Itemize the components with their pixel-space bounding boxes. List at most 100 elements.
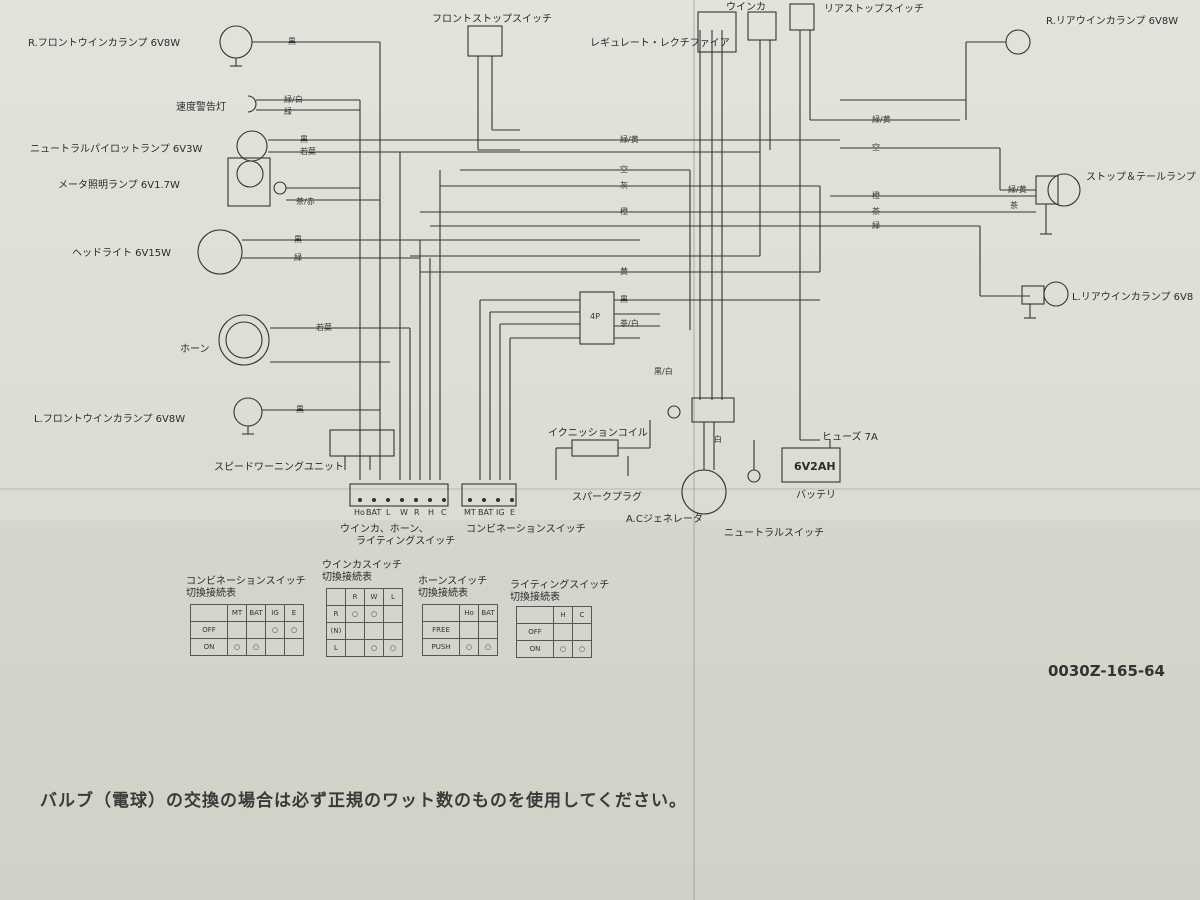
wire-color-tag: 黒/白 — [654, 367, 673, 376]
table-cell: H — [553, 606, 573, 624]
wire-color-tag: 灰 — [620, 181, 628, 190]
wire-color-tag: 黄 — [620, 267, 628, 276]
table-cell — [364, 622, 384, 640]
table-cell — [265, 638, 285, 656]
stop-tail-socket — [1035, 175, 1059, 205]
right-switch-block — [461, 483, 517, 507]
pin-label: E — [510, 508, 516, 517]
l-rear-winker-socket — [1021, 285, 1045, 305]
wire-color-tag: 茶/白 — [620, 319, 639, 328]
label-neutral-pilot: ニュートラルパイロットランプ 6V3W — [30, 144, 203, 155]
table-cell: OFF — [516, 623, 554, 641]
wire-color-tag: 橙 — [872, 191, 880, 200]
r-rear-winker-bulb — [1005, 29, 1031, 55]
label-winker-relay: ウインカ — [726, 2, 766, 13]
generator-connector-box — [691, 397, 735, 423]
label-regulator: レギュレート・レクチファイア — [590, 38, 730, 49]
ignition-coil-ground — [667, 405, 681, 419]
wire-color-tag: 緑/黄 — [620, 135, 639, 144]
meter-lamp-box — [227, 157, 271, 207]
left-switch-block — [349, 483, 449, 507]
label-headlight: ヘッドライト 6V15W — [72, 248, 171, 259]
meter-lamp-socket — [273, 181, 287, 195]
label-spark-plug: スパークプラグ — [572, 492, 642, 503]
table-cell: W — [364, 588, 384, 606]
wire-color-tag: 黒 — [620, 295, 628, 304]
table-cell: ○ — [364, 605, 384, 623]
table-cell — [383, 622, 403, 640]
winker-switch-table-title: ウインカスイッチ 切換接続表 — [322, 560, 402, 584]
pin-label: H — [428, 508, 435, 517]
table-cell: ON — [190, 638, 228, 656]
wire-color-tag: 若葉 — [316, 323, 332, 332]
table-cell — [383, 605, 403, 623]
combo-switch-table-title: コンビネーションスイッチ 切換接続表 — [186, 576, 306, 600]
connector-4p-box — [579, 291, 615, 345]
table-cell: BAT — [246, 604, 266, 622]
table-cell — [246, 621, 266, 639]
table-cell: ○ — [227, 638, 247, 656]
label-combination-switch: コンビネーションスイッチ — [466, 524, 586, 535]
table-cell — [478, 621, 498, 639]
rear-stop-switch-box — [789, 3, 815, 31]
table-cell: ○ — [364, 639, 384, 657]
speed-warning-bulb — [247, 95, 257, 113]
l-front-winker-bulb — [233, 397, 263, 427]
table-cell: L — [383, 588, 403, 606]
table-cell: Ho — [459, 604, 479, 622]
table-title-line: ホーンスイッチ — [418, 576, 488, 587]
wire-color-tag: 緑 — [284, 107, 292, 116]
neutral-pilot-bulb — [236, 130, 268, 162]
winker-relay-box — [747, 11, 777, 41]
table-cell — [345, 639, 365, 657]
table-cell: R — [345, 588, 365, 606]
r-front-winker-bulb — [219, 25, 253, 59]
pin-label: BAT — [478, 508, 494, 517]
wire-color-tag: 黒 — [294, 235, 302, 244]
wire-color-tag: 黒 — [296, 405, 304, 414]
label-horn: ホーン — [180, 344, 210, 355]
regulator-box — [697, 11, 737, 53]
table-cell — [227, 621, 247, 639]
headlight-bulb — [197, 229, 243, 275]
table-cell: E — [284, 604, 304, 622]
table-cell: ○ — [553, 640, 573, 658]
pin-label: MT — [464, 508, 476, 517]
table-cell: L — [326, 639, 346, 657]
label-l-front-winker: L.フロントウインカランプ 6V8W — [34, 414, 186, 425]
battery-box — [781, 447, 841, 483]
label-connector-4p: 4P — [590, 312, 600, 321]
pin-label: R — [414, 508, 420, 517]
l-rear-winker-bulb — [1043, 281, 1069, 307]
table-cell: OFF — [190, 621, 228, 639]
wire-color-tag: 若葉 — [300, 147, 316, 156]
table-title-line: 切換接続表 — [322, 572, 372, 583]
neutral-switch-body — [747, 469, 761, 483]
table-cell: (N) — [326, 622, 346, 640]
wire-color-tag: 空 — [620, 165, 628, 174]
label-speed-warning-unit: スピードワーニングユニット — [214, 462, 344, 473]
table-cell — [284, 638, 304, 656]
table-cell: ○ — [478, 638, 498, 656]
table-cell — [422, 604, 460, 622]
wire-color-tag: 橙 — [620, 207, 628, 216]
label-meter-lamp: メータ照明ランプ 6V1.7W — [58, 180, 180, 191]
label-battery: バッテリ — [796, 490, 836, 501]
table-title-line: 切換接続表 — [418, 588, 468, 599]
table-cell — [326, 588, 346, 606]
paper-fold-vertical — [693, 0, 695, 900]
wire-color-tag: 茶 — [1010, 201, 1018, 210]
table-cell — [190, 604, 228, 622]
label-stop-tail: ストップ＆テールランプ — [1086, 172, 1196, 183]
table-cell: ○ — [383, 639, 403, 657]
lighting-switch-table-title: ライティングスイッチ 切換接続表 — [510, 580, 609, 604]
table-cell — [459, 621, 479, 639]
table-cell: ○ — [284, 621, 304, 639]
table-cell: BAT — [478, 604, 498, 622]
table-cell: ○ — [246, 638, 266, 656]
